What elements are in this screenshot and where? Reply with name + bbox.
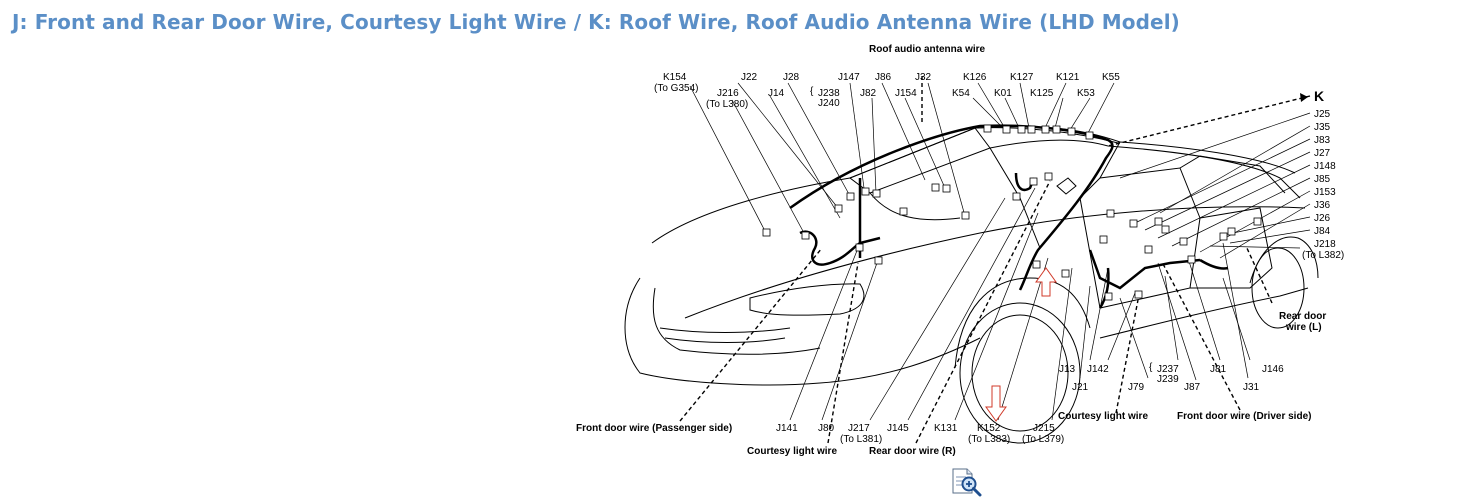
label-k125: K125 [1030,88,1054,99]
label-k126: K126 [963,72,987,83]
label-j240: J240 [818,98,840,109]
label-k54: K54 [952,88,970,99]
label-j85: J85 [1314,174,1331,185]
label-k154: K154 [663,72,687,83]
magnify-plus-icon[interactable] [950,467,986,497]
brace-j238-j240: { [810,86,814,97]
label-j217: J217 [848,423,870,434]
wiring-diagram: Roof audio antenna wire K K154 (To G354)… [560,38,1370,466]
label-to-l381: (To L381) [840,434,882,445]
label-j25: J25 [1314,109,1331,120]
label-j237: J237 [1157,364,1179,375]
label-j84: J84 [1314,226,1331,237]
dashed-callouts [679,76,1311,444]
label-courtesy-light-wire-right: Courtesy light wire [1058,411,1148,422]
label-j218: J218 [1314,239,1336,250]
label-courtesy-light-wire-bottom: Courtesy light wire [747,446,837,457]
label-j87: J87 [1184,382,1201,393]
label-rear-door-wire-r: Rear door wire (R) [869,446,956,457]
label-front-door-wire-passenger: Front door wire (Passenger side) [576,423,732,434]
label-to-l383: (To L383) [968,434,1010,445]
label-k152: K152 [977,423,1001,434]
label-roof-audio-antenna-wire: Roof audio antenna wire [869,44,986,55]
label-j238: J238 [818,88,840,99]
connectors [762,124,1262,301]
label-j142: J142 [1087,364,1109,375]
page-title: J: Front and Rear Door Wire, Courtesy Li… [12,10,1180,34]
label-j154: J154 [895,88,917,99]
label-j35: J35 [1314,122,1331,133]
label-j86: J86 [875,72,892,83]
zoom-icon-svg [952,468,982,497]
label-j215: J215 [1033,423,1055,434]
label-j81: J81 [1210,364,1227,375]
label-front-door-wire-driver: Front door wire (Driver side) [1177,411,1311,422]
label-j13: J13 [1059,364,1076,375]
down-arrow-icon [985,385,1007,422]
label-j27: J27 [1314,148,1331,159]
brace-j237-j239: { [1149,362,1153,373]
label-j22: J22 [741,72,758,83]
leader-lines [689,82,1311,421]
label-j31: J31 [1243,382,1260,393]
label-j216: J216 [717,88,739,99]
label-j82: J82 [860,88,877,99]
label-k53: K53 [1077,88,1095,99]
label-k127: K127 [1010,72,1034,83]
label-j28: J28 [783,72,800,83]
label-to-l382: (To L382) [1302,250,1344,261]
position-arrows [985,267,1057,422]
car-outline [624,126,1319,444]
label-j153: J153 [1314,187,1336,198]
label-rear-door-wire-l-2: wire (L) [1285,322,1322,333]
label-j79: J79 [1128,382,1145,393]
label-j146: J146 [1262,364,1284,375]
label-j80: J80 [818,423,835,434]
label-rear-door-wire-l: Rear door [1279,311,1326,322]
label-k131: K131 [934,423,958,434]
label-group-k: K [1314,88,1324,104]
label-j239: J239 [1157,374,1179,385]
label-k55: K55 [1102,72,1120,83]
wiring-diagram-svg: Roof audio antenna wire K K154 (To G354)… [576,44,1344,457]
label-j147: J147 [838,72,860,83]
label-j26: J26 [1314,213,1331,224]
label-j148: J148 [1314,161,1336,172]
label-j32: J32 [915,72,932,83]
label-j141: J141 [776,423,798,434]
label-j145: J145 [887,423,909,434]
label-j14: J14 [768,88,785,99]
label-to-l380: (To L380) [706,99,748,110]
label-j21: J21 [1072,382,1089,393]
label-to-g354: (To G354) [654,83,698,94]
k-arrowhead [1300,93,1308,102]
label-k121: K121 [1056,72,1080,83]
label-k01: K01 [994,88,1012,99]
label-to-l379: (To L379) [1022,434,1064,445]
up-arrow-icon [1035,267,1057,297]
label-j83: J83 [1314,135,1331,146]
label-j36: J36 [1314,200,1331,211]
